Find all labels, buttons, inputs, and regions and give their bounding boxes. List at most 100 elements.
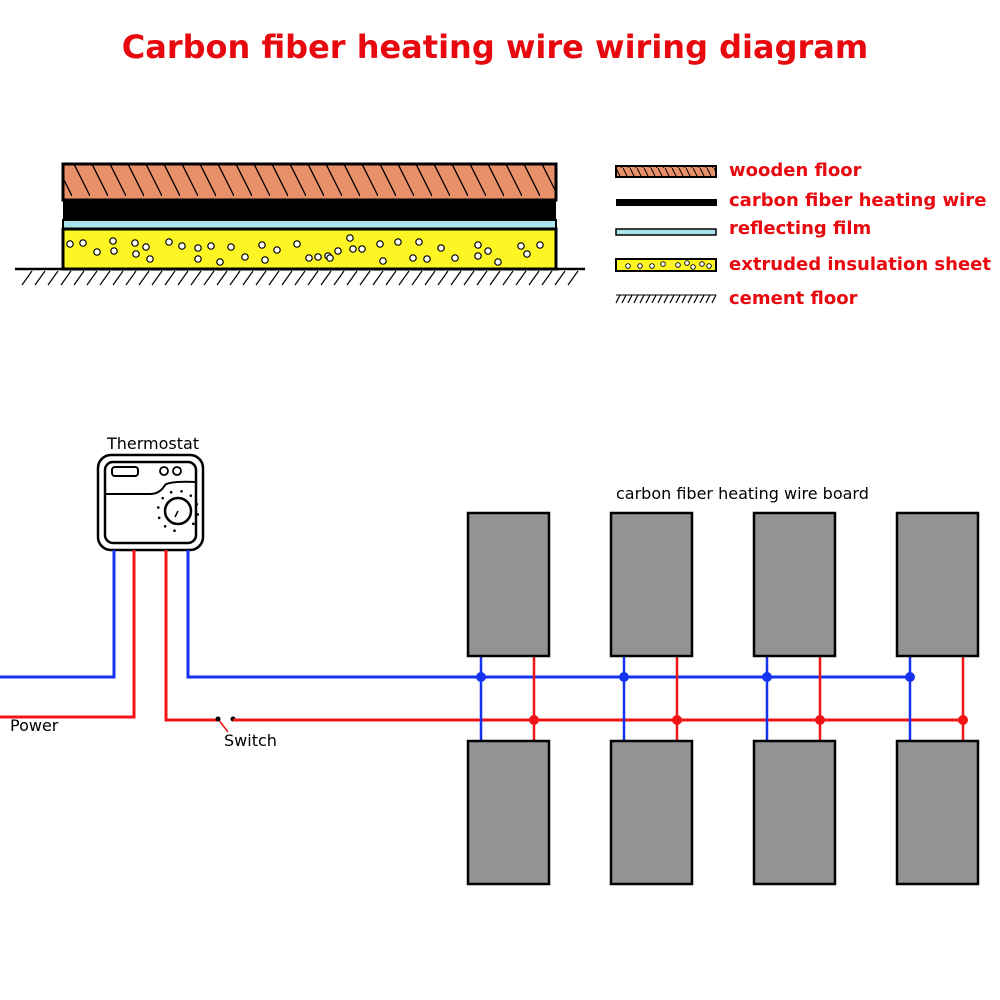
insulation-layer (61, 227, 558, 271)
cross-section (15, 162, 585, 286)
heating-board (752, 511, 837, 658)
bubble (379, 257, 387, 265)
hatch-line (424, 270, 436, 286)
hatch-line (47, 270, 59, 286)
hatch-line (663, 294, 669, 304)
legend-label-cement: cement floor (729, 288, 858, 309)
hatch-line (203, 270, 215, 286)
live-junction (958, 715, 968, 725)
legend-insulation-bubbles (625, 260, 712, 270)
bubble (207, 242, 215, 250)
bubble (261, 256, 269, 264)
hatch-line (639, 294, 645, 304)
legend-label-wire: carbon fiber heating wire (729, 190, 987, 211)
hatch-line (229, 270, 241, 286)
hatch-line (60, 270, 72, 286)
bubble (216, 258, 224, 266)
bubble (536, 241, 544, 249)
bubble (132, 250, 140, 258)
bubble (637, 263, 643, 269)
hatch-line (385, 270, 397, 286)
hatch-line (177, 270, 189, 286)
bubble (684, 260, 690, 266)
bubble (110, 247, 118, 255)
dial-tick (192, 522, 195, 526)
board-label: carbon fiber heating wire board (616, 484, 869, 503)
hatch-line (437, 270, 449, 286)
neutral-junction (619, 672, 629, 682)
hatch-line (615, 294, 621, 304)
hatch-line (346, 270, 358, 286)
bubble (358, 245, 366, 253)
bubble (293, 240, 301, 248)
hatch-line (541, 270, 553, 286)
heating-board (466, 511, 551, 658)
thermostat-label: Thermostat (107, 434, 200, 453)
hatch-line (627, 294, 633, 304)
legend-label-wooden: wooden floor (729, 160, 862, 181)
heating-board (752, 739, 837, 886)
bubble (178, 242, 186, 250)
live-junction (672, 715, 682, 725)
hatch-line (73, 270, 85, 286)
hatch-line (99, 270, 111, 286)
legend-swatch-cement (615, 294, 717, 304)
bubble (326, 254, 334, 262)
neutral-wire-power (0, 550, 116, 679)
bubble (523, 250, 531, 258)
wooden-floor-layer (61, 162, 558, 202)
hatch-line (255, 270, 267, 286)
bubble (474, 252, 482, 260)
hatch-line (463, 270, 475, 286)
dial-tick (195, 502, 199, 506)
hatch-line (645, 294, 651, 304)
hatch-line (651, 294, 657, 304)
bubble (146, 255, 154, 263)
bubble (109, 237, 117, 245)
hatch-line (675, 294, 681, 304)
bubble (625, 263, 631, 269)
hatch-line (657, 294, 663, 304)
heating-board (895, 739, 980, 886)
bubble (690, 264, 696, 270)
bubble (131, 239, 139, 247)
hatch-line (320, 270, 332, 286)
hatch-line (86, 270, 98, 286)
hatch-line (34, 270, 46, 286)
legend-label-insulation: extruded insulation sheet (729, 254, 991, 275)
live-junction (529, 715, 539, 725)
hatch-line (528, 270, 540, 286)
hatch-line (633, 294, 639, 304)
hatch-line (242, 270, 254, 286)
hatch-line (216, 270, 228, 286)
hatch-line (554, 270, 566, 286)
legend-swatch-film (615, 228, 717, 236)
bubble (494, 258, 502, 266)
hatch-line (333, 270, 345, 286)
hatch-line (307, 270, 319, 286)
hatch-line (567, 270, 579, 286)
insulation-bubbles (66, 234, 544, 266)
bubble (660, 261, 666, 267)
legend-swatch-wooden (615, 165, 717, 178)
hatch-line (112, 270, 124, 286)
hatch-line (489, 270, 501, 286)
hatch-line (681, 294, 687, 304)
dial-tick (196, 513, 199, 516)
bubble (273, 246, 281, 254)
hatch-line (476, 270, 488, 286)
bubble (423, 255, 431, 263)
bubble (409, 254, 417, 262)
bubble (699, 261, 705, 267)
legend-label-film: reflecting film (729, 218, 872, 239)
heating-board (466, 739, 551, 886)
hatch-line (398, 270, 410, 286)
bubble (66, 240, 74, 248)
bubble (142, 243, 150, 251)
bubble (79, 239, 87, 247)
bubble (314, 253, 322, 261)
neutral-junction (905, 672, 915, 682)
dial-tick (157, 516, 161, 520)
bubble (474, 241, 482, 249)
bubble (451, 254, 459, 262)
